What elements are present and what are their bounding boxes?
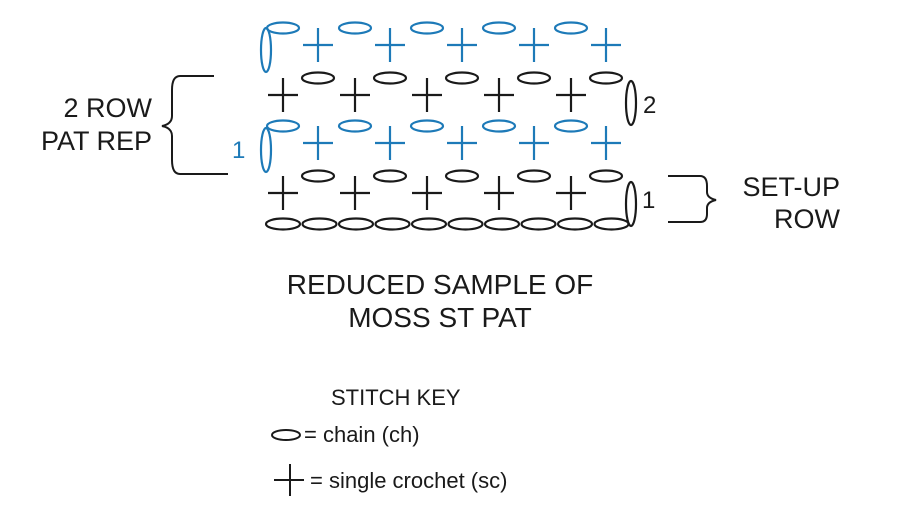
single-crochet-key-label: = single crochet (sc): [310, 468, 507, 493]
chain-oval-icon: [588, 71, 624, 85]
foundation-chain-icon: [410, 217, 448, 231]
chain-oval-icon: [265, 119, 301, 133]
chain-oval-icon: [265, 21, 301, 35]
setup-row-label-line2: ROW: [774, 204, 841, 234]
setup-row-bracket: SET-UP ROW: [668, 172, 841, 234]
chain-oval-icon: [553, 21, 589, 35]
foundation-chain-icon: [447, 217, 484, 231]
foundation-chain-icon: [520, 217, 557, 231]
chain-oval-icon: [337, 21, 373, 35]
foundation-chain-icon: [374, 217, 411, 231]
setup-row-label-line1: SET-UP: [742, 172, 840, 202]
chain-oval-icon: [516, 169, 552, 183]
chain-oval-icon: [481, 119, 517, 133]
chain-oval-icon: [300, 71, 336, 85]
foundation-chain-icon: [301, 217, 338, 231]
chain-oval-icon: [409, 21, 445, 35]
pattern-repeat-bracket: 2 ROW PAT REP: [41, 75, 228, 175]
chain-oval-icon: [481, 21, 517, 35]
foundation-chain-icon: [593, 217, 630, 231]
diagram-caption-line1: REDUCED SAMPLE OF: [287, 269, 594, 300]
turning-chain-icon: [259, 26, 273, 74]
row-number-right-1: 1: [642, 187, 655, 214]
chain-oval-icon: [516, 71, 552, 85]
chain-oval-icon: [271, 429, 301, 441]
single-crochet-cross-icon: [274, 464, 304, 496]
foundation-chain-icon: [556, 217, 594, 231]
diagram-caption-line2: MOSS ST PAT: [348, 302, 532, 333]
stitch-key-title: STITCH KEY: [331, 385, 461, 410]
foundation-chain-icon: [264, 217, 302, 231]
pattern-repeat-label-line1: 2 ROW: [63, 93, 152, 123]
pattern-repeat-label-line2: PAT REP: [41, 126, 152, 156]
chain-oval-icon: [553, 119, 589, 133]
crochet-chart: [259, 21, 638, 231]
left-curly-brace-icon: [161, 75, 228, 175]
chain-oval-icon: [337, 119, 373, 133]
row-number-left-1: 1: [232, 137, 245, 164]
chain-oval-icon: [444, 169, 480, 183]
row-number-right-2: 2: [643, 92, 656, 119]
foundation-chain-icon: [483, 217, 521, 231]
chain-oval-icon: [372, 169, 408, 183]
foundation-chain-icon: [337, 217, 375, 231]
chain-key-label: = chain (ch): [304, 422, 420, 447]
turning-chain-icon: [259, 126, 273, 174]
turning-chain-icon: [624, 79, 638, 127]
chain-oval-icon: [300, 169, 336, 183]
chain-oval-icon: [372, 71, 408, 85]
stitch-key: STITCH KEY = chain (ch) = single crochet…: [271, 385, 507, 496]
chain-oval-icon: [444, 71, 480, 85]
turning-chain-icon: [624, 180, 638, 228]
right-curly-brace-icon: [668, 175, 717, 223]
chain-oval-icon: [588, 169, 624, 183]
chain-oval-icon: [409, 119, 445, 133]
